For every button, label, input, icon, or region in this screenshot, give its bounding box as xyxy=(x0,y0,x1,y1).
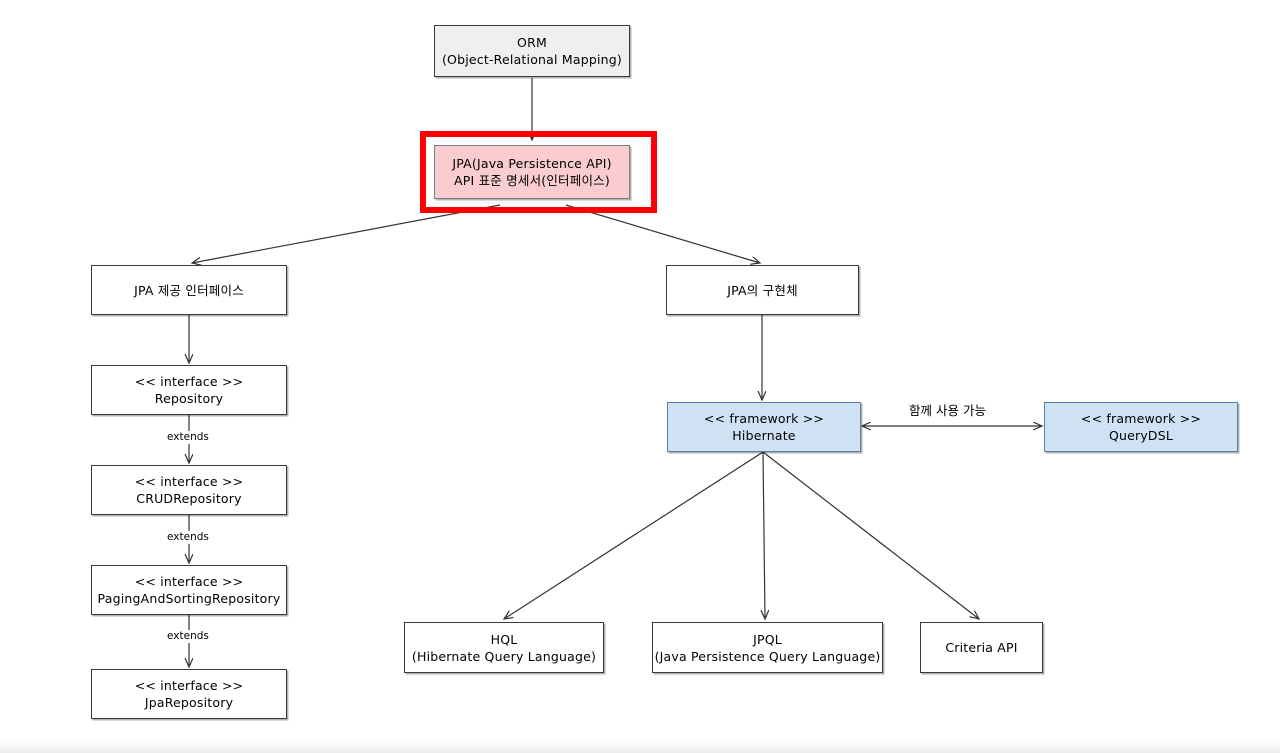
node-paging-repository[interactable]: << interface >> PagingAndSortingReposito… xyxy=(91,565,287,615)
node-jpql[interactable]: JPQL (Java Persistence Query Language) xyxy=(652,622,883,673)
edge-hibernate-to-criteria xyxy=(762,451,979,619)
node-repository-line2: Repository xyxy=(154,391,224,406)
node-hql-line1: HQL xyxy=(490,631,518,647)
edge-jpa-to-impl xyxy=(565,204,760,263)
node-hql-line2: (Hibernate Query Language) xyxy=(411,648,597,664)
node-paging-repository-line2: PagingAndSortingRepository xyxy=(97,591,281,606)
node-querydsl-line2: QueryDSL xyxy=(1108,428,1174,443)
node-crud-repository[interactable]: << interface >> CRUDRepository xyxy=(91,465,287,515)
page-bottom-strip xyxy=(0,739,1280,753)
node-jpa-interfaces[interactable]: JPA 제공 인터페이스 xyxy=(91,265,287,315)
jpa-highlight-rect xyxy=(420,131,657,213)
node-criteria-api-line1: Criteria API xyxy=(945,640,1018,655)
node-jpa-repository-line1: << interface >> xyxy=(134,678,244,693)
node-jpa-impl-line1: JPA의 구현체 xyxy=(727,282,798,298)
node-jpql-line2: (Java Persistence Query Language) xyxy=(654,648,881,664)
node-jpa-repository-line2: JpaRepository xyxy=(144,695,234,710)
node-jpa-line1: JPA(Java Persistence API) xyxy=(452,156,612,171)
edge-hibernate-to-jpql xyxy=(763,451,765,619)
edge-label-together: 함께 사용 가능 xyxy=(907,403,988,418)
node-paging-repository-line1: << interface >> xyxy=(134,574,244,589)
node-orm-line1: ORM xyxy=(517,35,547,50)
node-repository-line1: << interface >> xyxy=(134,374,244,389)
node-querydsl-line1: << framework >> xyxy=(1080,411,1202,426)
edge-label-extends-3: extends xyxy=(165,630,211,643)
node-querydsl[interactable]: << framework >> QueryDSL xyxy=(1044,402,1238,452)
node-hibernate-line2: Hibernate xyxy=(732,428,796,443)
node-jpa-repository[interactable]: << interface >> JpaRepository xyxy=(91,669,287,719)
node-crud-repository-line1: << interface >> xyxy=(134,474,244,489)
node-jpql-line1: JPQL xyxy=(753,631,782,647)
node-orm[interactable]: ORM (Object-Relational Mapping) xyxy=(434,25,630,77)
edge-hibernate-to-hql xyxy=(504,451,764,619)
edge-jpa-to-interfaces xyxy=(192,204,501,263)
edge-label-extends-1: extends xyxy=(165,431,211,444)
node-jpa[interactable]: JPA(Java Persistence API) API 표준 명세서(인터페… xyxy=(434,145,630,199)
node-hql[interactable]: HQL (Hibernate Query Language) xyxy=(404,622,604,673)
node-jpa-line2: API 표준 명세서(인터페이스) xyxy=(454,173,610,188)
edge-label-extends-2: extends xyxy=(165,531,211,544)
node-jpa-impl[interactable]: JPA의 구현체 xyxy=(666,265,859,315)
node-hibernate-line1: << framework >> xyxy=(703,411,825,426)
node-repository[interactable]: << interface >> Repository xyxy=(91,365,287,415)
node-orm-line2: (Object-Relational Mapping) xyxy=(441,52,622,67)
node-criteria-api[interactable]: Criteria API xyxy=(920,622,1043,673)
node-hibernate[interactable]: << framework >> Hibernate xyxy=(667,402,861,452)
node-crud-repository-line2: CRUDRepository xyxy=(136,491,242,506)
node-jpa-interfaces-line1: JPA 제공 인터페이스 xyxy=(134,282,244,298)
